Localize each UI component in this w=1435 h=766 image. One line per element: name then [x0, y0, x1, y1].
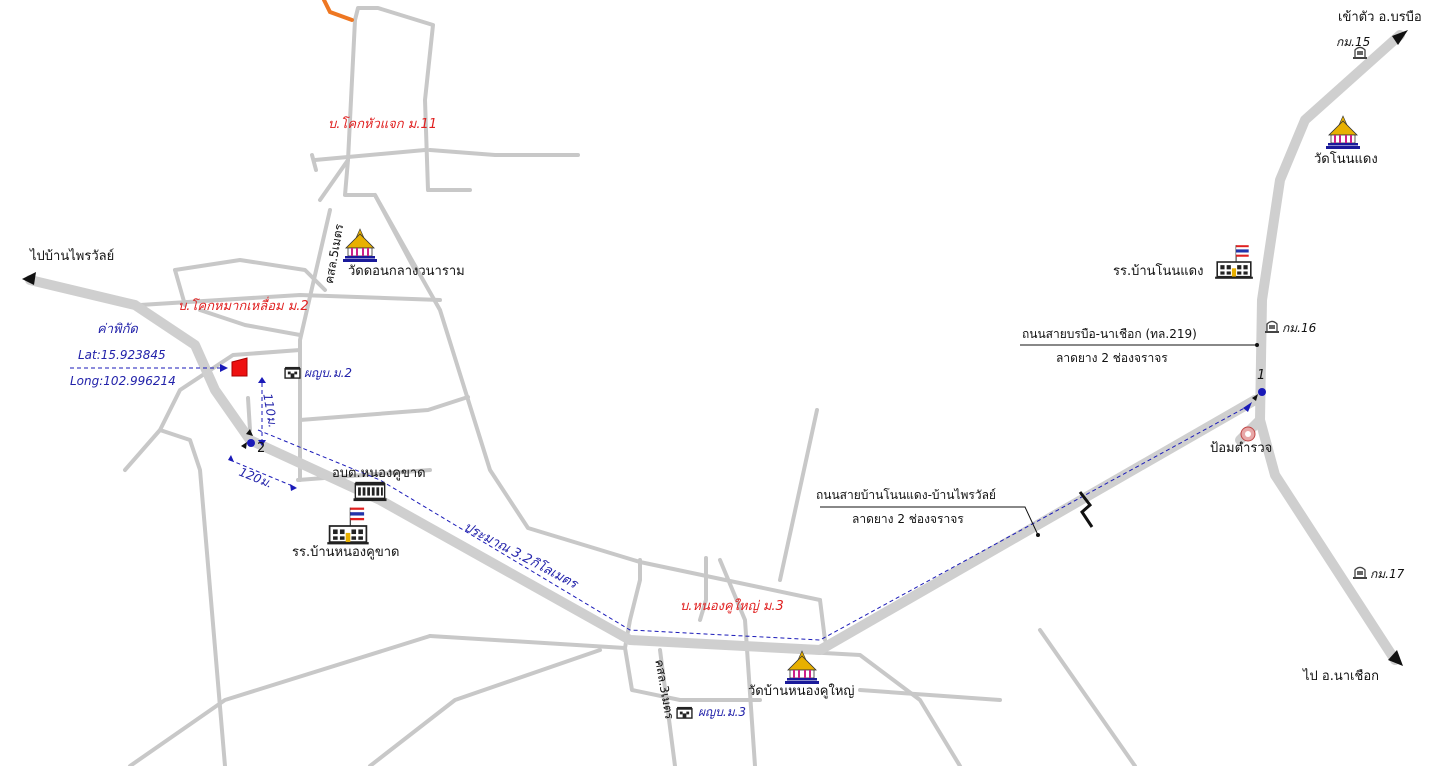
school-with-flag-icon [1214, 244, 1254, 280]
label-police-booth: ป้อมตำรวจ [1210, 441, 1273, 456]
label-wat-non-daeng: วัดโนนแดง [1314, 152, 1378, 167]
label-coordinates-title: ค่าพิกัด [97, 322, 138, 337]
label-school-nong-khu-khat: รร.บ้านหนองคูขาด [292, 545, 400, 560]
label-village-khok-mak-luam: บ.โคกหมากเหลื่อม ม.2 [178, 299, 309, 314]
government-office-icon [352, 481, 388, 502]
label-to-borabue: เข้าตัว อ.บรบือ [1338, 10, 1422, 25]
label-headman-m3: ผญบ.ม.3 [698, 705, 747, 719]
route-line [70, 367, 1251, 641]
survey-point-1-icon [1252, 388, 1266, 401]
arrow-to-phrai-wan-icon [22, 272, 36, 285]
direction-arrows [22, 30, 1408, 666]
temple-icon [341, 228, 379, 264]
highlight-road [322, 0, 354, 22]
label-km17: กม.17 [1370, 567, 1405, 581]
label-latitude: Lat:15.923845 [78, 348, 166, 362]
label-highway-name: ถนนสายบรบือ-นาเชือก (ทล.219) [1022, 327, 1197, 341]
school-with-flag-icon [326, 506, 370, 546]
label-highway-surface: ลาดยาง 2 ช่องจราจร [1056, 351, 1168, 365]
label-headman-m2: ผญบ.ม.2 [304, 366, 353, 380]
label-longitude: Long:102.996214 [70, 374, 176, 388]
label-to-phrai-wan: ไปบ้านไพรวัลย์ [30, 249, 115, 264]
arrow-to-borabue-icon [1392, 30, 1408, 45]
kilometer-stone-icon [1352, 566, 1368, 579]
label-village-nong-khu-yai: บ.หนองคูใหญ่ ม.3 [680, 599, 784, 614]
label-local-road-surface: ลาดยาง 2 ช่องจราจร [852, 512, 964, 526]
headman-house-icon [284, 366, 301, 379]
headman-house-icon [676, 706, 693, 719]
label-km16: กม.16 [1282, 321, 1317, 335]
label-point-1: 1 [1257, 368, 1266, 383]
label-wat-don-klang: วัดดอนกลางวนาราม [348, 264, 465, 279]
police-booth-icon [1240, 426, 1256, 442]
main-roads [25, 30, 1405, 665]
label-local-road-name: ถนนสายบ้านโนนแดง-บ้านไพรวัลย์ [816, 488, 996, 502]
coordinate-pointer-icon [220, 364, 228, 372]
label-village-khok-hua-chaek: บ.โคกหัวแจก ม.11 [328, 117, 438, 132]
arrow-to-nachueak-icon [1388, 650, 1403, 666]
temple-icon [1325, 115, 1361, 150]
survey-point-2-icon [241, 429, 255, 449]
project-site-marker [231, 357, 248, 377]
label-km15: กม.15 [1336, 35, 1371, 49]
label-school-non-daeng: รร.บ้านโนนแดง [1113, 264, 1204, 279]
temple-icon [783, 650, 821, 686]
kilometer-stone-icon [1264, 320, 1280, 333]
label-sao-office: อบต.หนองคูขาด [332, 466, 426, 481]
minor-roads [123, 6, 1137, 766]
road-break-icon [1078, 491, 1094, 528]
label-to-nachueak: ไป อ.นาเชือก [1303, 669, 1379, 684]
label-wat-nong-khu-yai: วัดบ้านหนองคูใหญ่ [748, 684, 855, 699]
label-point-2: 2 [257, 441, 266, 456]
